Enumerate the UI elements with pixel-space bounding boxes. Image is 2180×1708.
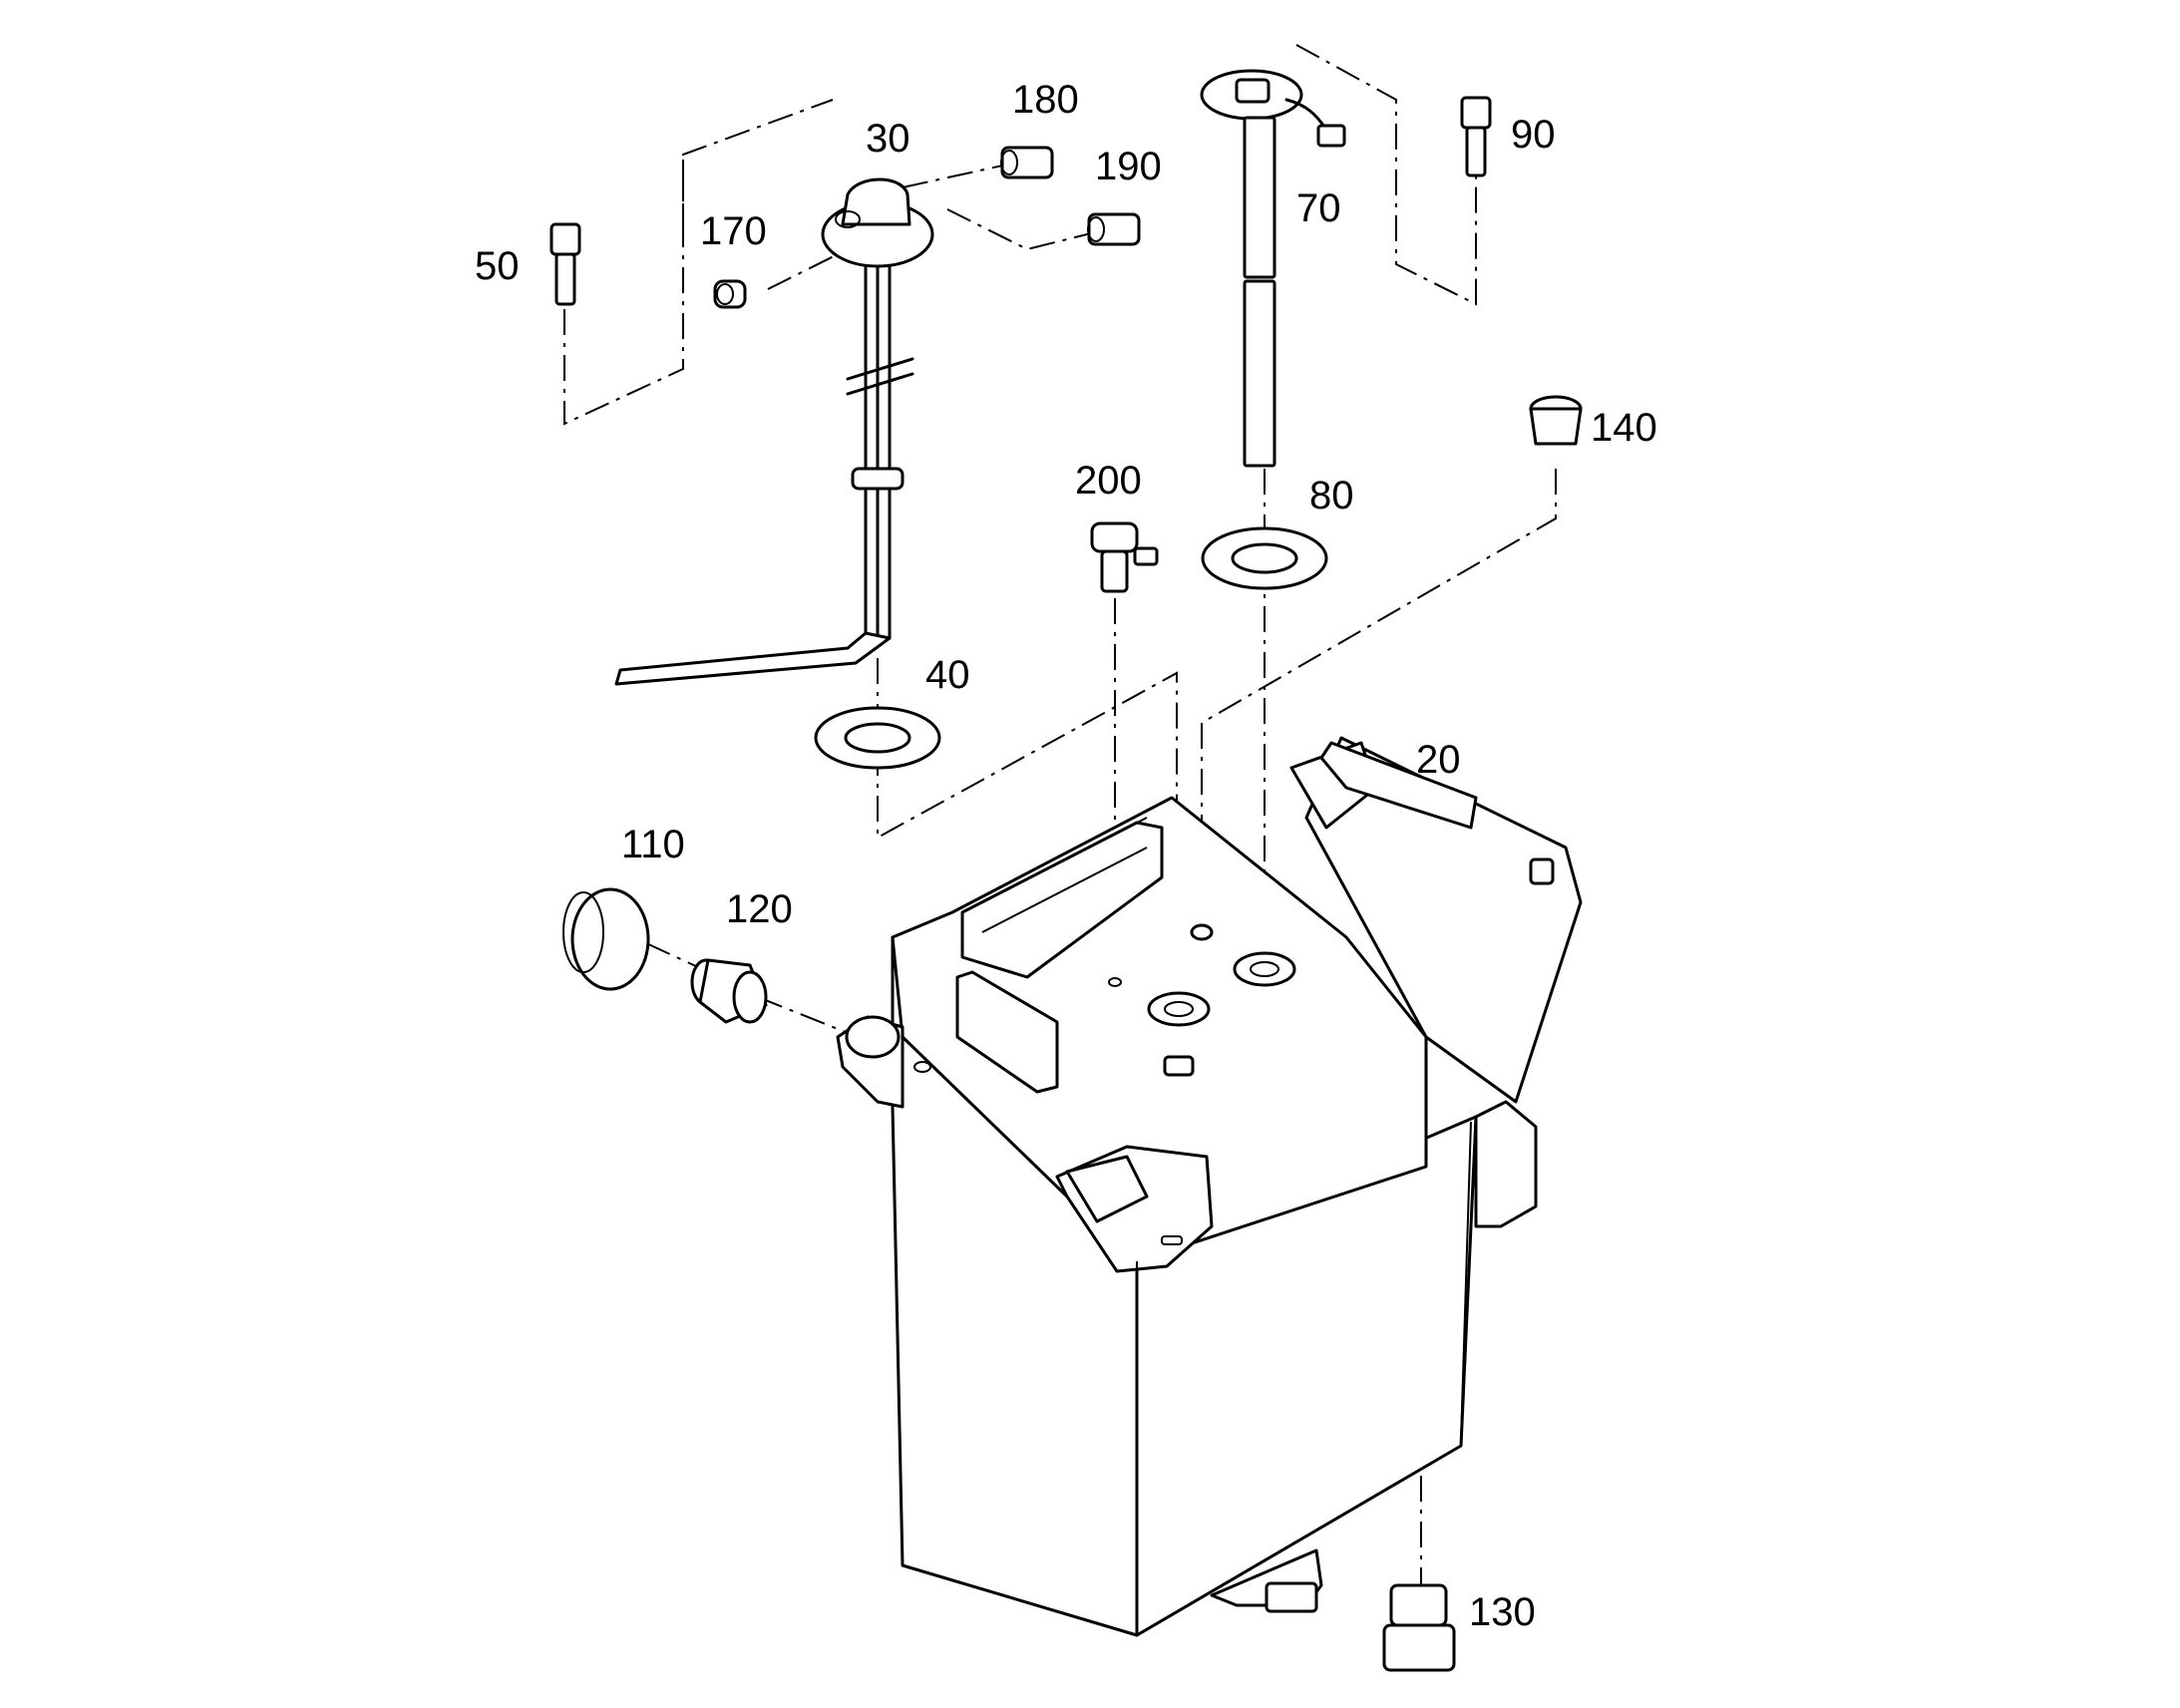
callout-20: 20: [1416, 738, 1461, 782]
callout-130: 130: [1469, 1590, 1536, 1634]
callout-180: 180: [1012, 78, 1079, 122]
callout-110: 110: [621, 823, 685, 866]
fitting-170: [713, 279, 747, 309]
callout-30: 30: [866, 117, 910, 161]
filler-cap-110: [562, 887, 650, 991]
callout-140: 140: [1591, 406, 1657, 450]
vent-valve-200: [1090, 521, 1159, 593]
callout-190: 190: [1095, 145, 1162, 188]
level-sender-70: [1200, 69, 1346, 468]
bolt-90: [1460, 96, 1492, 177]
callout-70: 70: [1296, 186, 1341, 230]
fuel-tank-20: [836, 736, 1583, 1637]
callout-90: 90: [1511, 113, 1556, 157]
callout-170: 170: [700, 209, 767, 253]
gasket-80: [1201, 526, 1328, 590]
callout-labels: 20 30 40 50 70 80 90 110 120 130 140 170…: [475, 78, 1657, 1634]
callout-120: 120: [726, 887, 793, 931]
gasket-40: [814, 706, 941, 770]
fitting-180: [1000, 146, 1054, 179]
plug-140: [1529, 395, 1583, 446]
suction-pipe-30: [614, 177, 934, 686]
drain-plug-130: [1382, 1583, 1456, 1672]
callout-40: 40: [925, 653, 970, 697]
callout-200: 200: [1075, 459, 1142, 503]
callout-50: 50: [475, 244, 520, 288]
strainer-120: [690, 958, 768, 1024]
bolt-50: [549, 222, 581, 306]
fitting-190: [1087, 212, 1141, 246]
callout-80: 80: [1309, 474, 1354, 517]
